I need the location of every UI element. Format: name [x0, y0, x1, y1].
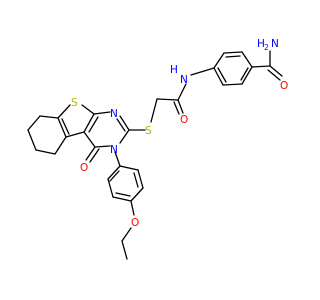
bond-C2-N1 [119, 115, 130, 131]
pyrimidine-n1-label: N [110, 108, 118, 120]
acetamide-o-label: O [180, 114, 188, 126]
bond-CH2c-CH2d [35, 149, 56, 155]
bond-C4-O-double [89, 148, 100, 163]
ether-o-label: O [131, 217, 139, 229]
atom-labels: N H 2 O H N O S N N S O O [71, 38, 288, 229]
ketone-o-label: O [80, 162, 88, 174]
bond-amideC-O-double [267, 69, 281, 81]
bond-amideC-O [269, 65, 283, 77]
bond-ar-O [130, 200, 135, 216]
bond-ar3-inner [115, 192, 131, 197]
bond-ar4 [130, 187, 144, 202]
bond-benz6-inner [240, 67, 249, 81]
bond-CH2b-CH2c [27, 129, 37, 151]
bond-NH-carbonyl [177, 83, 187, 101]
bond-carbonyl-O-double [173, 101, 180, 115]
bond-C7a-C4a-inner [88, 116, 99, 133]
bond-CH2d-C3a [54, 136, 67, 155]
thiophene-s-label: S [71, 97, 78, 109]
anilide-nh-h-label: H [170, 64, 178, 76]
bond-benz5 [222, 83, 243, 86]
molecule-structure-diagram: N H 2 O H N O S N N S O O [0, 0, 300, 300]
bond-benz2 [223, 51, 243, 54]
amide-nh2-subscript: 2 [264, 43, 269, 52]
amide-o-label: O [280, 80, 288, 92]
bond-C7a-C4a [83, 113, 95, 133]
bond-C4a-C4 [83, 131, 96, 148]
bond-C7a-S [81, 104, 95, 115]
bond-N1-C7a [93, 111, 111, 115]
bond-N3-C2 [119, 129, 130, 144]
bond-C7-CH2a [39, 115, 59, 119]
bond-ring-NH [190, 67, 215, 76]
bond-carbonyl-CH2 [156, 98, 179, 101]
bond-N3-aryl [114, 151, 121, 167]
anilide-nh-n-label: N [180, 74, 188, 86]
bond-O-CH2 [121, 227, 132, 242]
bond-benz4-inner [217, 67, 227, 83]
bond-lines [27, 50, 283, 260]
bond-carbonyl-O [177, 99, 184, 114]
amide-nh2-h-label: H [257, 38, 265, 50]
bond-C3a-C4a [65, 131, 85, 138]
bond-benz2-inner [225, 55, 241, 58]
bond-C7-C3a [57, 117, 67, 138]
bond-S-C7 [57, 104, 71, 119]
background [0, 0, 300, 300]
bond-ar1 [107, 165, 121, 180]
bond-CH2-CH3 [121, 240, 128, 260]
bond-C4-O [85, 146, 96, 161]
bond-ar5-inner [133, 172, 139, 188]
bond-benz3 [213, 52, 225, 69]
bond-C7-C3a-inner [61, 118, 70, 135]
bond-C2-N1-double [116, 118, 126, 132]
bond-ar3 [112, 196, 132, 202]
bond-ar2 [107, 178, 114, 198]
bond-benz6 [241, 66, 253, 85]
bond-benz1 [241, 51, 253, 68]
pyrimidine-n3-label: N [110, 144, 118, 156]
bond-CH2a-CH2b [27, 115, 41, 131]
bond-benz4 [213, 67, 224, 86]
bond-C4-N3 [94, 145, 111, 148]
bond-ar5 [137, 169, 144, 189]
bond-CH2-S [150, 98, 158, 123]
thioether-s-label: S [145, 125, 152, 137]
bond-ar6 [119, 165, 139, 171]
amide-nh2-n-label: N [271, 38, 279, 50]
bond-amideC-ring [251, 65, 271, 68]
bond-ar1-inner [109, 170, 120, 182]
